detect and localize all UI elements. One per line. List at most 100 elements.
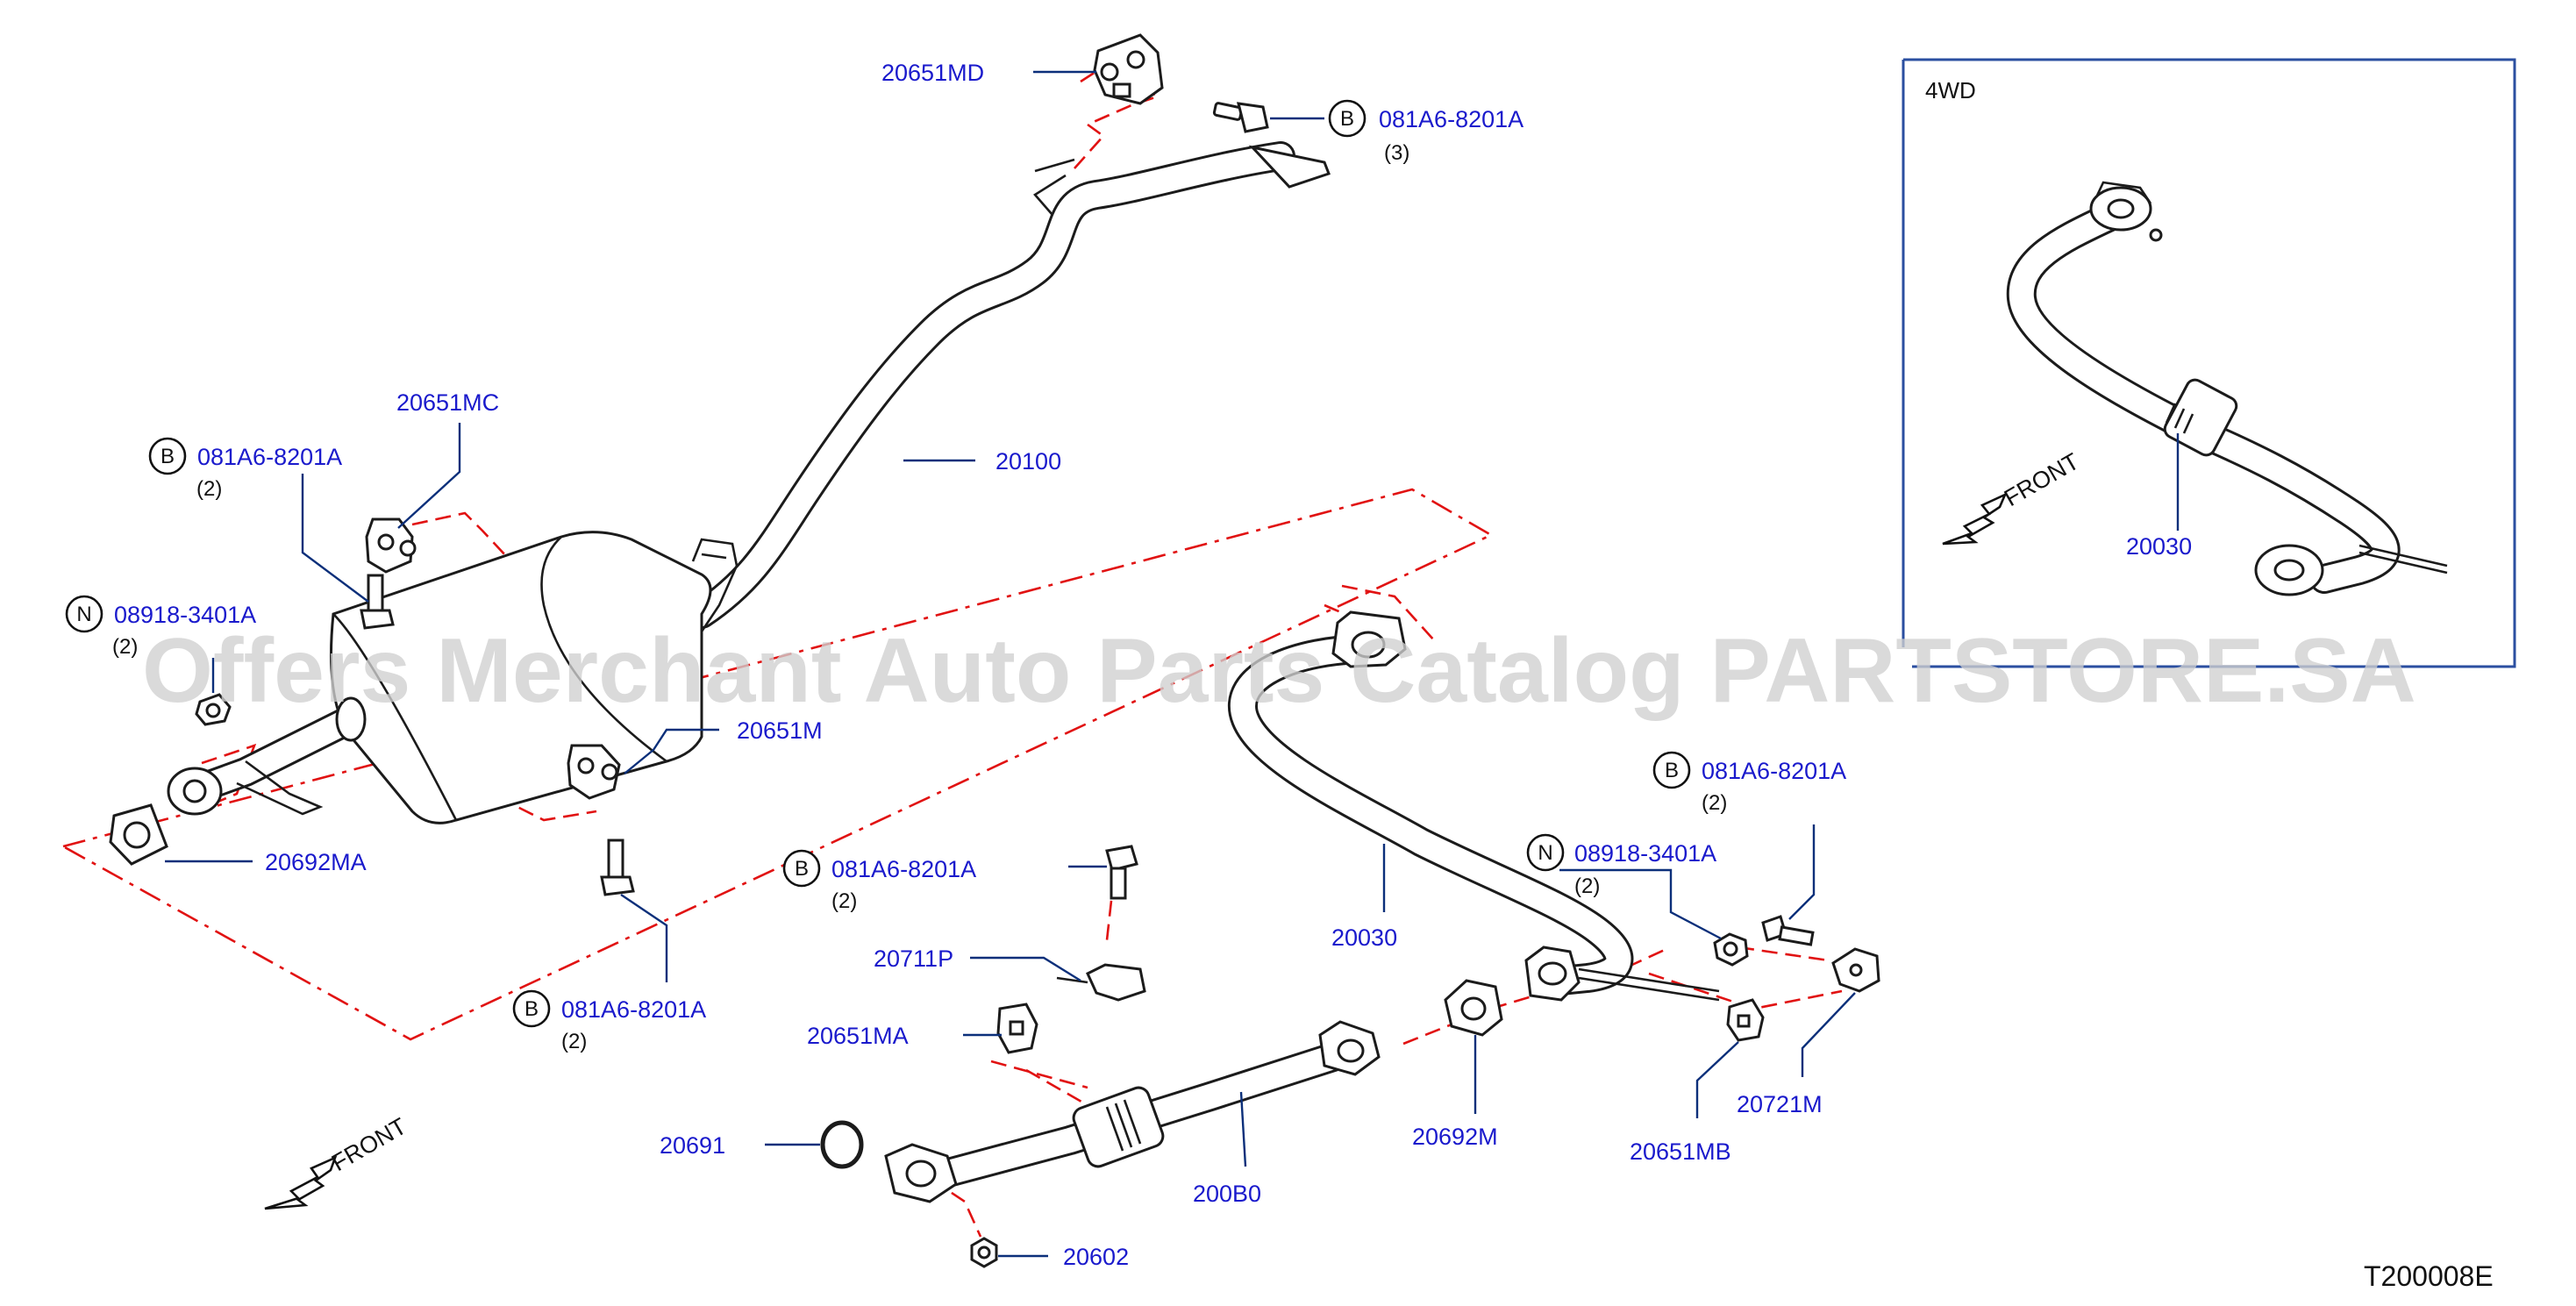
part-number[interactable]: 081A6-8201A (561, 996, 706, 1023)
callout-20691[interactable]: 20691 (660, 1132, 820, 1159)
hanger-20651MD (1093, 33, 1164, 105)
part-number[interactable]: 20692MA (265, 849, 367, 875)
callout-20651MC[interactable]: 20651MC (396, 389, 499, 529)
part-number[interactable]: 20030 (1331, 924, 1397, 951)
part-number[interactable]: 20651MA (807, 1023, 909, 1049)
bracket-20721M (1831, 947, 1880, 993)
callout-08918-right[interactable]: N 08918-3401A (2) (1526, 833, 1722, 940)
symbol-circle (512, 989, 551, 1028)
part-number[interactable]: 20651M (737, 717, 823, 744)
inset-border (1903, 58, 2516, 668)
watermark: Offers Merchant Auto Parts Catalog PARTS… (142, 620, 2416, 722)
quantity: (3) (1384, 141, 1409, 165)
nut-left (195, 693, 232, 726)
callout-081A6-right[interactable]: B 081A6-8201A (2) (1652, 751, 1846, 920)
rear-muffler-assembly (167, 141, 1331, 824)
part-number[interactable]: 081A6-8201A (831, 856, 976, 882)
bolt-left (360, 574, 395, 630)
part-number[interactable]: 20691 (660, 1132, 725, 1159)
callout-20651MD[interactable]: 20651MD (881, 60, 1096, 86)
front-label: FRONT (327, 1113, 411, 1176)
front-arrow-inset: FRONT (1942, 448, 2084, 546)
part-number[interactable]: 20100 (995, 448, 1061, 475)
quantity: (2) (1574, 874, 1600, 898)
callout-20651M[interactable]: 20651M (624, 717, 823, 774)
part-number[interactable]: 200B0 (1193, 1181, 1261, 1207)
bracket-20711P (1056, 963, 1146, 1002)
quantity: (2) (1702, 791, 1727, 815)
part-number[interactable]: 20651MB (1630, 1138, 1731, 1165)
callout-20692MA[interactable]: 20692MA (165, 849, 367, 875)
insulator-20651MB (1726, 998, 1765, 1042)
callout-20651MA[interactable]: 20651MA (807, 1023, 1002, 1049)
gasket-20692M (1444, 979, 1503, 1037)
symbol-letter: B (795, 857, 809, 881)
insulator-20651MA (996, 1003, 1038, 1054)
gasket-20692MA (109, 803, 168, 866)
callout-08918-left[interactable]: N 08918-3401A (2) (65, 595, 256, 693)
front-pipe-4wd (2006, 181, 2448, 596)
callout-200B0[interactable]: 200B0 (1193, 1091, 1261, 1207)
symbol-letter: N (1538, 841, 1552, 865)
bolt-right (1761, 915, 1815, 946)
hanger-20651MC (365, 517, 417, 574)
part-number[interactable]: 20721M (1737, 1091, 1823, 1117)
symbol-circle (1526, 833, 1565, 872)
quantity: (2) (112, 635, 138, 659)
symbol-letter: B (524, 997, 539, 1021)
nut-right (1713, 932, 1749, 967)
callout-081A6-center[interactable]: B 081A6-8201A (2) (782, 849, 1107, 913)
hanger-20651M (567, 744, 621, 800)
inset-4wd: 4WD FRONT 20030 (1902, 58, 2516, 668)
symbol-circle (1328, 99, 1366, 138)
inset-label: 4WD (1925, 77, 1976, 103)
front-arrow-main: FRONT (264, 1113, 411, 1210)
part-number[interactable]: 20602 (1063, 1244, 1129, 1270)
symbol-circle (148, 437, 187, 475)
nut-20602 (970, 1237, 998, 1268)
bolt-top (1212, 102, 1269, 133)
flex-joint (2163, 378, 2238, 457)
front-pipe-200B0 (884, 1020, 1381, 1203)
symbol-circle (782, 849, 821, 888)
callout-20100[interactable]: 20100 (903, 448, 1061, 475)
part-number[interactable]: 20030 (2126, 533, 2192, 560)
callout-20030-inset[interactable]: 20030 (2126, 433, 2192, 560)
callout-20711P[interactable]: 20711P (874, 946, 1081, 982)
part-number[interactable]: 20651MD (881, 60, 984, 86)
front-label-inset: FRONT (2000, 448, 2084, 511)
callout-20602[interactable]: 20602 (998, 1244, 1129, 1270)
part-number[interactable]: 081A6-8201A (1702, 758, 1846, 784)
part-number[interactable]: 20651MC (396, 389, 499, 416)
quantity: (2) (196, 477, 222, 501)
bolt-center (1105, 845, 1138, 900)
hanger-rod-top (691, 538, 739, 632)
symbol-letter: B (161, 445, 175, 468)
ring-20691 (820, 1120, 864, 1169)
quantity: (2) (831, 889, 857, 913)
part-number[interactable]: 08918-3401A (1574, 840, 1716, 867)
callout-20651MB[interactable]: 20651MB (1630, 1041, 1739, 1165)
center-pipe-20030 (1228, 610, 1720, 1002)
part-number[interactable]: 081A6-8201A (1379, 106, 1523, 132)
part-number[interactable]: 20711P (874, 946, 953, 972)
callout-20692M[interactable]: 20692M (1412, 1035, 1498, 1150)
catalyst (1072, 1086, 1165, 1168)
part-number[interactable]: 081A6-8201A (197, 444, 342, 470)
symbol-letter: N (76, 603, 91, 626)
diagram-code: T200008E (2364, 1260, 2494, 1292)
callout-081A6-mid[interactable]: B 081A6-8201A (2) (512, 894, 706, 1053)
part-number[interactable]: 08918-3401A (114, 602, 256, 628)
callout-20721M[interactable]: 20721M (1737, 992, 1856, 1117)
symbol-circle (65, 595, 103, 633)
tail-tip (1248, 145, 1331, 189)
symbol-circle (1652, 751, 1691, 789)
callout-081A6-left[interactable]: B 081A6-8201A (2) (148, 437, 369, 603)
bolt-mid (600, 839, 635, 896)
callout-20030-main[interactable]: 20030 (1331, 844, 1397, 951)
part-number[interactable]: 20692M (1412, 1124, 1498, 1150)
callout-081A6-top[interactable]: B 081A6-8201A (3) (1270, 99, 1523, 165)
quantity: (2) (561, 1030, 587, 1053)
